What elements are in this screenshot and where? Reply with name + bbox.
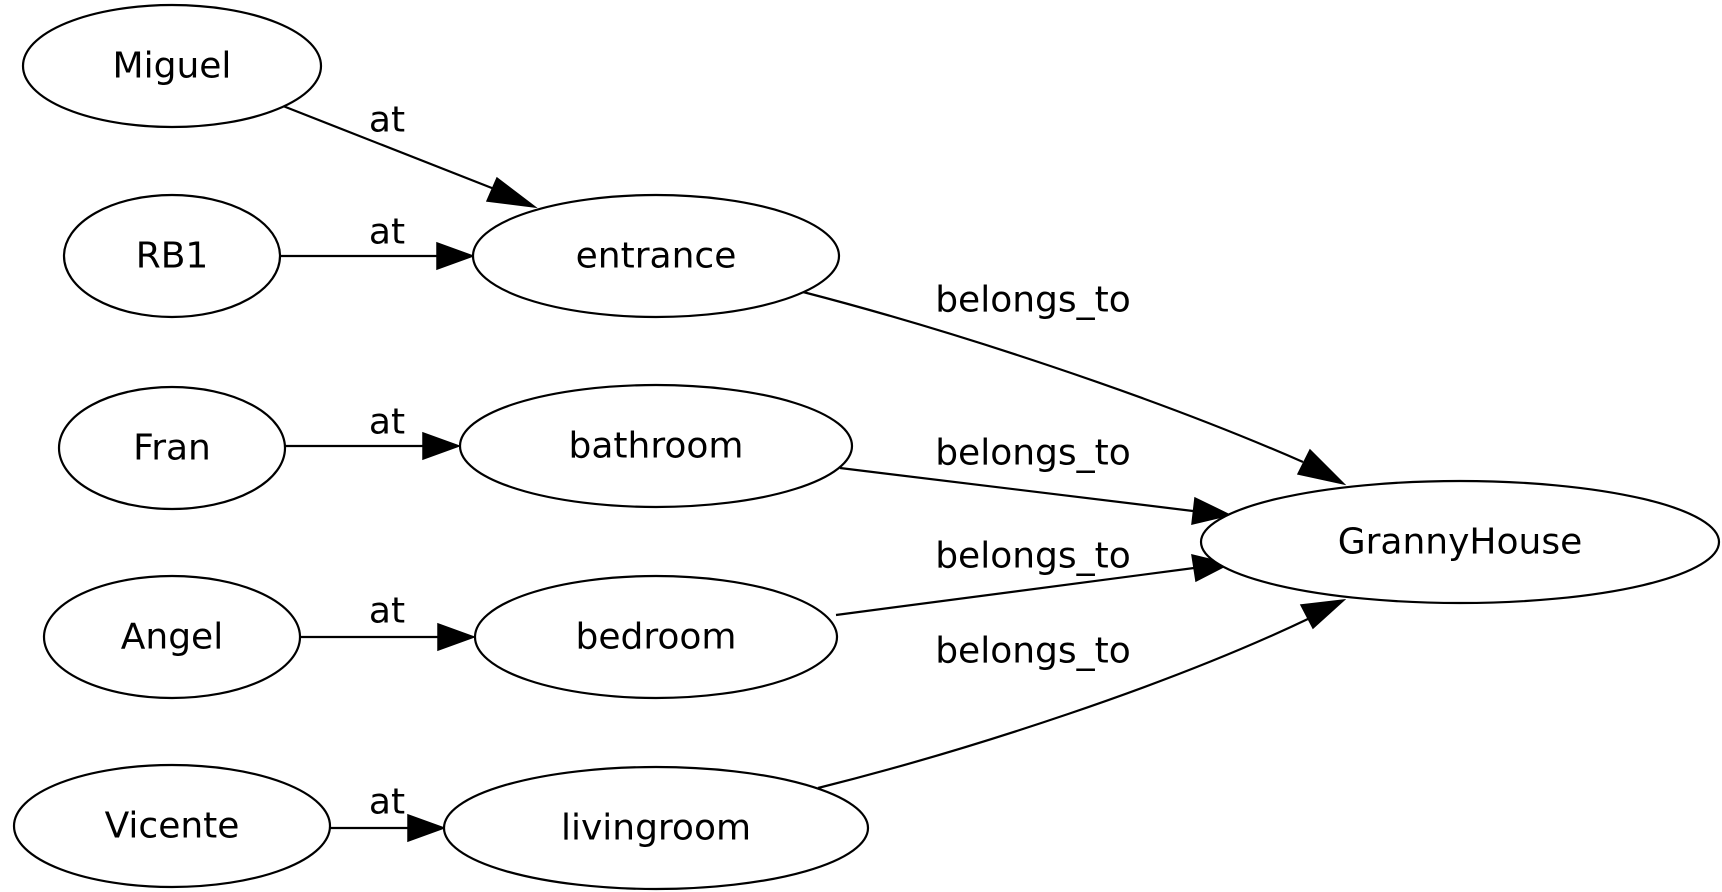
arrowhead [407,813,447,843]
node-ellipse [473,574,839,700]
node-ellipse [21,3,323,129]
edge-angel-to-bedroom: at [300,591,477,652]
node-ellipse [12,763,332,889]
edge-label: at [369,100,405,141]
edge-entrance-to-grannyhouse: belongs_to [802,280,1347,486]
arrowhead [422,431,462,461]
node-grannyhouse: GrannyHouse [1199,479,1721,605]
node-bathroom: bathroom [458,383,854,509]
edge-miguel-to-entrance: at [282,100,538,209]
edges-layer: at at at at at belongs_to belongs_to belongs_to… [280,100,1347,843]
edge-line [835,566,1195,617]
arrowhead [1299,598,1347,630]
node-angel: Angel [42,574,302,700]
node-label: RB1 [136,236,209,277]
edge-livingroom-to-grannyhouse: belongs_to [817,598,1347,790]
edge-label: belongs_to [935,536,1131,577]
edge-line [839,466,1194,513]
edge-bedroom-to-grannyhouse: belongs_to [835,536,1232,617]
edge-label: at [369,212,405,253]
edge-label: belongs_to [935,631,1131,672]
node-bedroom: bedroom [473,574,839,700]
node-rb1: RB1 [62,193,282,319]
node-ellipse [471,193,841,319]
node-vicente: Vicente [12,763,332,889]
node-livingroom: livingroom [442,765,870,891]
node-label: Miguel [113,46,232,87]
node-label: Angel [121,617,223,658]
edge-line [282,104,503,194]
arrowhead [436,241,476,271]
arrowhead [485,176,538,209]
edge-label: belongs_to [935,280,1131,321]
edge-line [802,290,1304,464]
edge-fran-to-bathroom: at [285,402,462,461]
node-ellipse [458,383,854,509]
node-ellipse [1199,479,1721,605]
edge-rb1-to-entrance: at [280,212,476,271]
node-label: bathroom [569,426,744,467]
node-ellipse [442,765,870,891]
node-fran: Fran [57,385,287,511]
node-label: entrance [576,236,737,277]
arrowhead [1296,448,1347,486]
arrowhead [437,622,477,652]
node-miguel: Miguel [21,3,323,129]
edge-label: belongs_to [935,433,1131,474]
edge-vicente-to-livingroom: at [330,782,447,843]
node-label: GrannyHouse [1338,522,1583,563]
edge-label: at [369,782,405,823]
node-ellipse [62,193,282,319]
node-ellipse [57,385,287,511]
edge-label: at [369,402,405,443]
edge-bathroom-to-grannyhouse: belongs_to [839,433,1233,525]
edge-label: at [369,591,405,632]
edge-line [817,617,1311,790]
node-ellipse [42,574,302,700]
node-label: Fran [133,428,211,469]
node-label: livingroom [561,808,751,849]
node-label: bedroom [576,617,737,658]
node-entrance: entrance [471,193,841,319]
node-label: Vicente [105,806,240,847]
arrowhead [1191,496,1233,525]
